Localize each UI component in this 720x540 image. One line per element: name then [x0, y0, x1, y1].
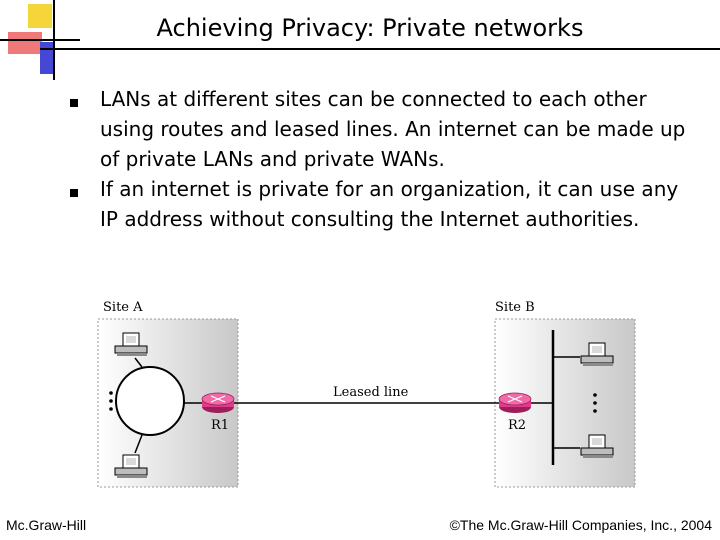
router-r1-icon: [201, 392, 235, 413]
logo-red-square: [8, 32, 42, 54]
site-a-label: Site A: [103, 300, 143, 315]
router-r1-label: R1: [211, 418, 229, 433]
site-b-ellipsis: [593, 393, 597, 413]
leased-line-label: Leased line: [333, 385, 409, 400]
logo-yellow-square: [28, 4, 52, 28]
bullet-marker-2: [70, 189, 78, 197]
private-network-diagram: Site A Site B Leased line R1: [97, 300, 636, 488]
title-rule: [40, 48, 720, 50]
bullet-text-2: If an internet is private for an organiz…: [100, 177, 679, 231]
site-a-ellipsis: [109, 391, 113, 411]
slide-title: Achieving Privacy: Private networks: [156, 14, 584, 42]
footer-copyright: ©The Mc.Graw-Hill Companies, Inc., 2004: [449, 517, 712, 533]
footer-publisher: Mc.Graw-Hill: [6, 517, 87, 533]
router-r2-label: R2: [508, 418, 526, 433]
ring-link-top: [134, 357, 143, 368]
logo-blue-square: [40, 42, 54, 74]
site-b-label: Site B: [495, 300, 535, 315]
bullet-text-1: LANs at different sites can be connected…: [100, 87, 686, 171]
slide-logo: [0, 0, 80, 80]
ring-link-bottom: [134, 434, 143, 454]
bullet-marker-1: [70, 99, 78, 107]
router-r2-icon: [498, 392, 532, 413]
site-a-ring-lan: [115, 366, 185, 436]
